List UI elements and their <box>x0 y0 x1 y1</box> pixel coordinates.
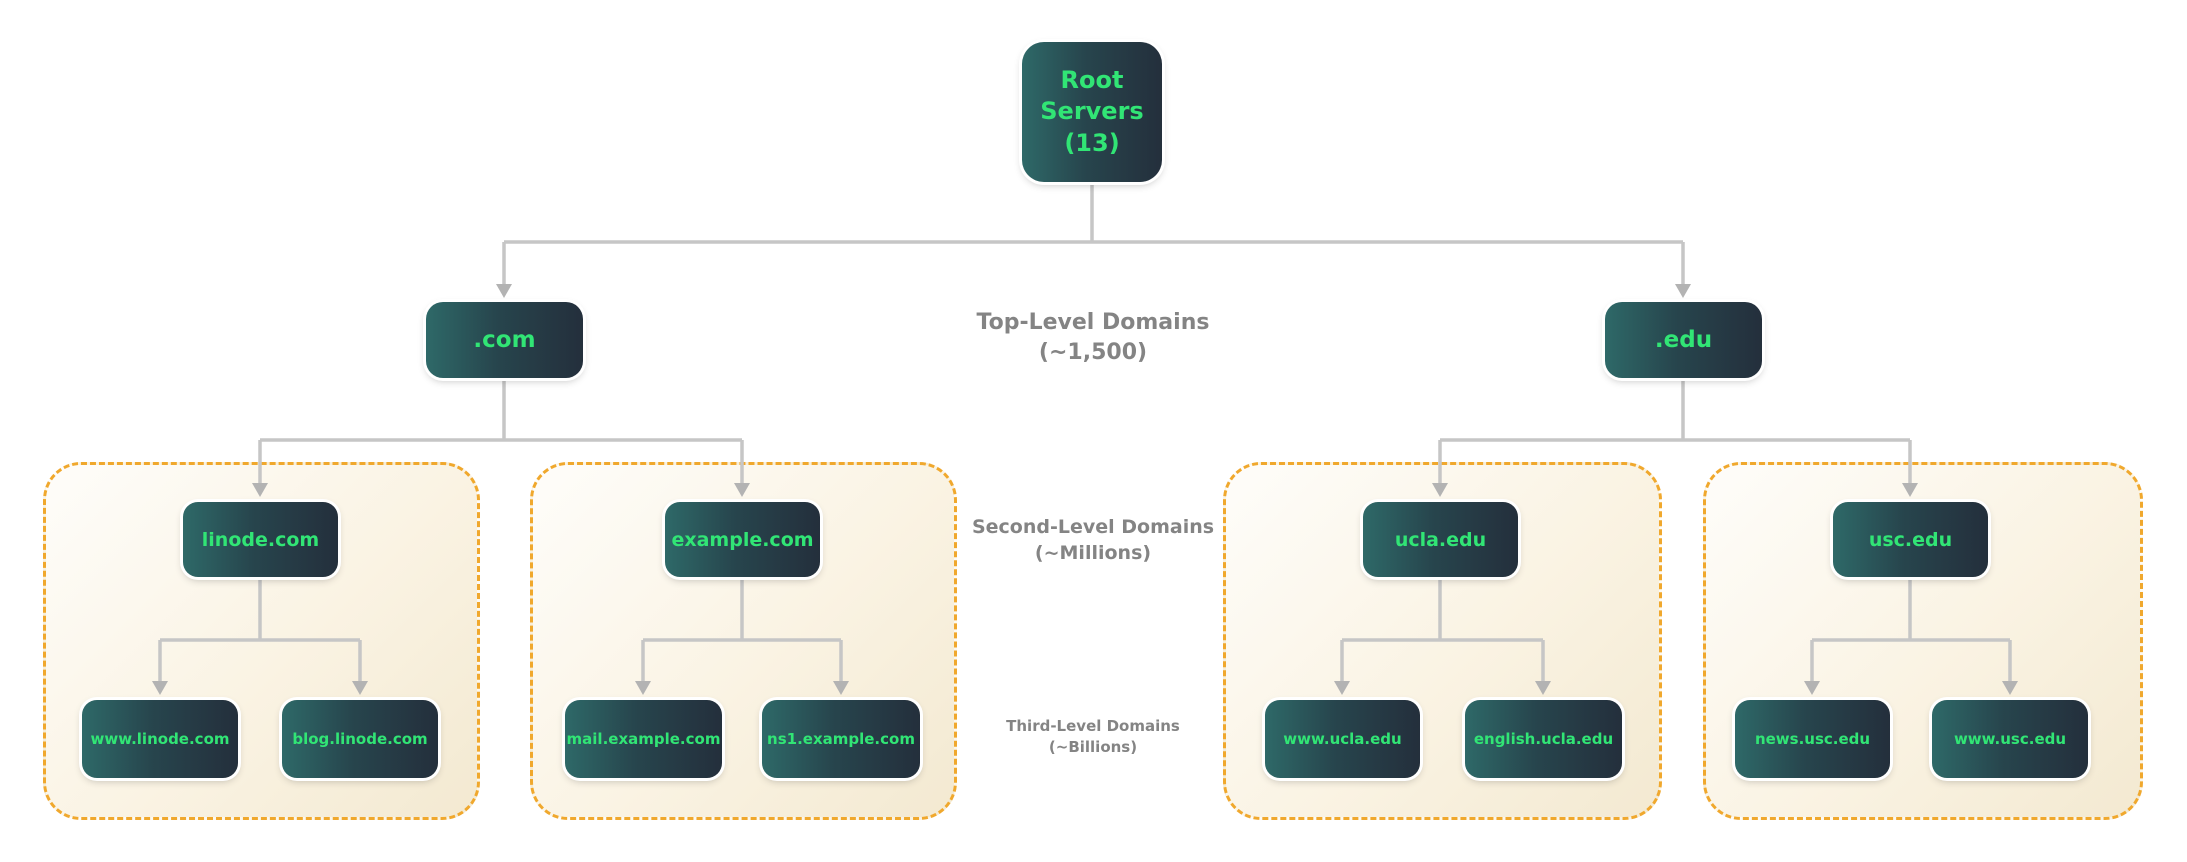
node-example-com: example.com <box>665 502 820 577</box>
node-root-servers-label: Root Servers (13) <box>1040 66 1144 157</box>
label-third-level-domains-line1: Third-Level Domains <box>1006 717 1180 735</box>
node-com-label: .com <box>473 327 536 353</box>
node-example-com-label: example.com <box>671 528 814 551</box>
node-www-usc-edu: www.usc.edu <box>1932 700 2088 778</box>
node-linode-com: linode.com <box>183 502 338 577</box>
node-www-linode-com-label: www.linode.com <box>90 730 230 748</box>
arrowhead-edu <box>1675 284 1691 298</box>
label-top-level-domains-line1: Top-Level Domains <box>976 310 1210 335</box>
label-top-level-domains: Top-Level Domains (~1,500) <box>873 308 1313 368</box>
node-root-servers: Root Servers (13) <box>1022 42 1162 182</box>
node-english-ucla-edu: english.ucla.edu <box>1465 700 1622 778</box>
node-www-ucla-edu-label: www.ucla.edu <box>1283 730 1402 748</box>
node-www-linode-com: www.linode.com <box>82 700 238 778</box>
node-usc-edu-label: usc.edu <box>1868 528 1953 551</box>
label-third-level-domains-line2: (~Billions) <box>1048 738 1138 756</box>
node-news-usc-edu: news.usc.edu <box>1735 700 1890 778</box>
node-blog-linode-com: blog.linode.com <box>282 700 438 778</box>
node-blog-linode-com-label: blog.linode.com <box>292 730 428 748</box>
node-usc-edu: usc.edu <box>1833 502 1988 577</box>
node-edu: .edu <box>1605 302 1762 378</box>
node-www-usc-edu-label: www.usc.edu <box>1953 730 2067 748</box>
label-third-level-domains: Third-Level Domains (~Billions) <box>873 716 1313 758</box>
node-english-ucla-edu-label: english.ucla.edu <box>1473 730 1614 748</box>
node-linode-com-label: linode.com <box>201 528 320 551</box>
label-second-level-domains: Second-Level Domains (~Millions) <box>873 514 1313 566</box>
node-www-ucla-edu: www.ucla.edu <box>1265 700 1420 778</box>
connector-root-to-tld <box>502 182 1685 284</box>
node-mail-example-com-label: mail.example.com <box>566 730 721 748</box>
node-mail-example-com: mail.example.com <box>565 700 722 778</box>
label-second-level-domains-line1: Second-Level Domains <box>971 516 1215 538</box>
node-com: .com <box>426 302 583 378</box>
node-ns1-example-com-label: ns1.example.com <box>767 730 915 748</box>
arrowhead-com <box>496 284 512 298</box>
node-ucla-edu-label: ucla.edu <box>1394 528 1487 551</box>
node-ns1-example-com: ns1.example.com <box>762 700 920 778</box>
node-ucla-edu: ucla.edu <box>1363 502 1518 577</box>
node-news-usc-edu-label: news.usc.edu <box>1754 730 1871 748</box>
label-second-level-domains-line2: (~Millions) <box>1034 542 1152 564</box>
node-edu-label: .edu <box>1654 327 1713 353</box>
label-top-level-domains-line2: (~1,500) <box>1038 340 1148 365</box>
